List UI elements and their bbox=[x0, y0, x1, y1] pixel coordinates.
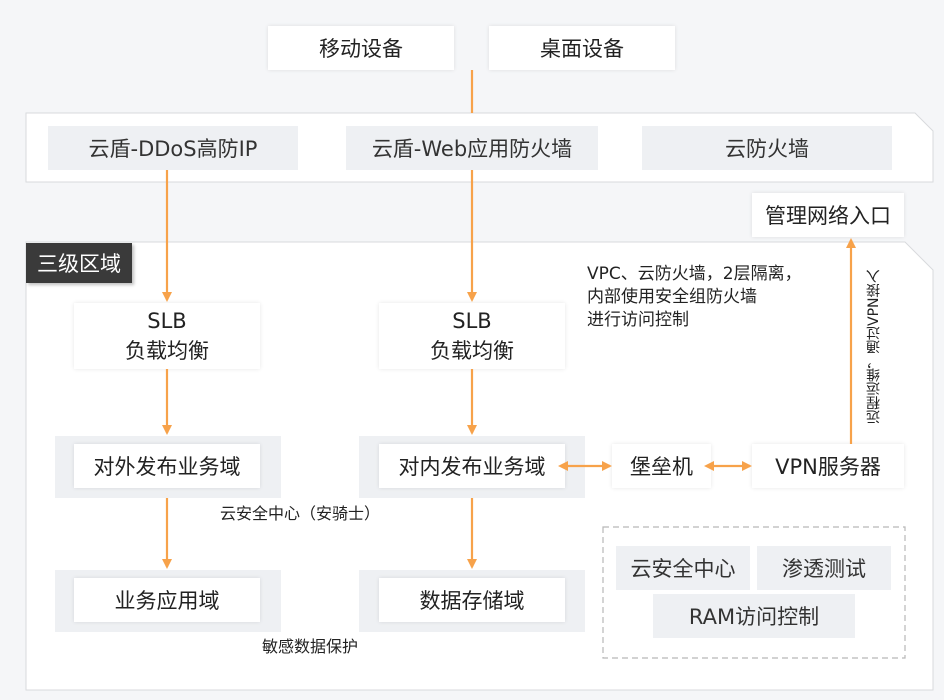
ddos-label: 云盾-DDoS高防IP bbox=[88, 137, 258, 161]
storage-domain-label: 数据存储域 bbox=[419, 589, 525, 613]
ram-box: RAM访问控制 bbox=[653, 594, 855, 638]
slb-left-subtitle: 负载均衡 bbox=[125, 339, 209, 363]
slb-left-box: SLB 负载均衡 bbox=[74, 303, 260, 369]
slb-left-title: SLB bbox=[147, 309, 187, 333]
vpc-note-line-3: 进行访问控制 bbox=[587, 310, 689, 330]
storage-domain-box: 数据存储域 bbox=[379, 578, 565, 622]
bastion-label: 堡垒机 bbox=[630, 455, 693, 479]
vpn-server-label: VPN服务器 bbox=[775, 455, 881, 479]
vpc-note-line-1: VPC、云防火墙，2层隔离， bbox=[587, 264, 802, 284]
waf-label: 云盾-Web应用防火墙 bbox=[371, 137, 573, 161]
security-center-label: 云安全中心 bbox=[630, 557, 736, 581]
internal-domain-box: 对内发布业务域 bbox=[379, 444, 565, 488]
slb-right-title: SLB bbox=[452, 309, 492, 333]
cloud-firewall-box: 云防火墙 bbox=[642, 126, 892, 170]
waf-box: 云盾-Web应用防火墙 bbox=[346, 126, 598, 170]
slb-right-subtitle: 负载均衡 bbox=[430, 339, 514, 363]
bastion-box: 堡垒机 bbox=[612, 444, 711, 488]
vpc-note-line-2: 内部使用安全组防火墙 bbox=[587, 287, 757, 307]
mgmt-entry-label: 管理网络入口 bbox=[765, 204, 891, 228]
ram-label: RAM访问控制 bbox=[688, 605, 820, 629]
mgmt-entry-box: 管理网络入口 bbox=[752, 193, 904, 237]
zone-badge: 三级区域 bbox=[26, 243, 132, 283]
vpn-server-box: VPN服务器 bbox=[752, 444, 904, 488]
vpc-note: VPC、云防火墙，2层隔离， 内部使用安全组防火墙 进行访问控制 bbox=[587, 263, 802, 332]
external-domain-box: 对外发布业务域 bbox=[74, 444, 260, 488]
security-center-box: 云安全中心 bbox=[616, 546, 750, 590]
pentest-box: 渗透测试 bbox=[757, 546, 891, 590]
app-domain-box: 业务应用域 bbox=[74, 578, 260, 622]
services-dashed-panel bbox=[602, 526, 906, 659]
zone-badge-label: 三级区域 bbox=[37, 252, 121, 276]
cloud-firewall-label: 云防火墙 bbox=[725, 137, 809, 161]
pentest-label: 渗透测试 bbox=[782, 557, 866, 581]
cloud-security-note: 云安全中心（安骑士） bbox=[220, 504, 381, 523]
slb-right-box: SLB 负载均衡 bbox=[379, 303, 565, 369]
sensitive-data-note: 敏感数据保护 bbox=[262, 637, 359, 656]
mobile-device-label: 移动设备 bbox=[319, 37, 403, 61]
internal-domain-label: 对内发布业务域 bbox=[398, 455, 546, 479]
mobile-device-box: 移动设备 bbox=[268, 26, 454, 70]
app-domain-label: 业务应用域 bbox=[114, 589, 220, 613]
ddos-box: 云盾-DDoS高防IP bbox=[48, 126, 298, 170]
desktop-device-label: 桌面设备 bbox=[540, 37, 624, 61]
external-domain-label: 对外发布业务域 bbox=[93, 455, 241, 479]
desktop-device-box: 桌面设备 bbox=[489, 26, 675, 70]
